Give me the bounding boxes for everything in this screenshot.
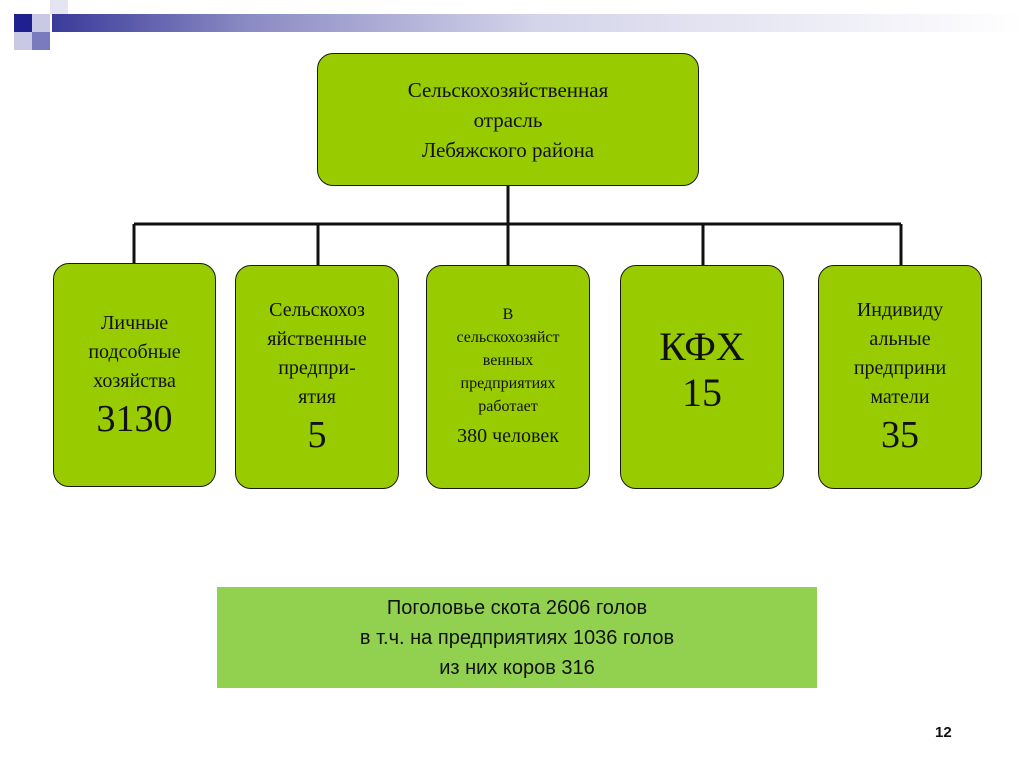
node-value: 35 <box>881 414 919 456</box>
header-square-light <box>14 32 32 50</box>
node-label-line: Индивиду <box>856 299 944 321</box>
node-label-line: подсобные <box>88 340 181 363</box>
page-number: 12 <box>935 724 952 741</box>
node-label-line: Личные <box>100 311 169 334</box>
node-label-line: ятия <box>298 386 336 408</box>
node-label-line: альные <box>869 328 931 350</box>
node-value: 3130 <box>96 397 173 440</box>
node-label-line: яйственные <box>267 328 367 350</box>
node-label-line: хозяйства <box>93 369 176 392</box>
node-personal-farms: Личные подсобные хозяйства 3130 <box>53 263 216 487</box>
livestock-info-box: Поголовье скота 2606 голов в т.ч. на пре… <box>217 587 817 688</box>
node-label-line: предпри- <box>278 357 356 379</box>
node-employees: В сельскохозяйст венных предприятиях раб… <box>426 265 590 489</box>
node-kfh: КФХ 15 <box>620 265 784 489</box>
node-label-line: матели <box>870 386 930 408</box>
node-label-line: КФХ <box>659 324 745 369</box>
node-label-line: работает <box>478 398 538 415</box>
header-square-light <box>50 0 68 14</box>
node-value: 5 <box>307 414 327 456</box>
node-entrepreneurs: Индивиду альные предприни матели 35 <box>818 265 982 489</box>
root-line-3: Лебяжского района <box>421 137 595 162</box>
header-square-mid <box>32 32 50 50</box>
info-line-2: в т.ч. на предприятиях 1036 голов <box>359 626 675 649</box>
node-agri-enterprises: Сельскохоз яйственные предпри- ятия 5 <box>235 265 399 489</box>
node-label-line: предприни <box>853 357 947 379</box>
root-node: Сельскохозяйственная отрасль Лебяжского … <box>317 53 699 186</box>
node-label-line: Сельскохоз <box>269 299 365 321</box>
header-square-dark <box>14 14 32 32</box>
node-label-line: венных <box>482 352 534 369</box>
node-label-line: предприятиях <box>460 375 556 392</box>
header-square-light <box>32 14 50 32</box>
node-label-line: сельскохозяйст <box>456 329 560 346</box>
root-line-2: отрасль <box>473 107 543 132</box>
node-value: 380 человек <box>457 425 559 447</box>
info-line-1: Поголовье скота 2606 голов <box>386 596 648 619</box>
header-gradient-bar <box>52 14 1024 32</box>
info-line-3: из них коров 316 <box>439 656 595 679</box>
root-line-1: Сельскохозяйственная <box>407 77 609 102</box>
node-value: 15 <box>682 370 722 415</box>
node-label-line: В <box>502 306 514 323</box>
